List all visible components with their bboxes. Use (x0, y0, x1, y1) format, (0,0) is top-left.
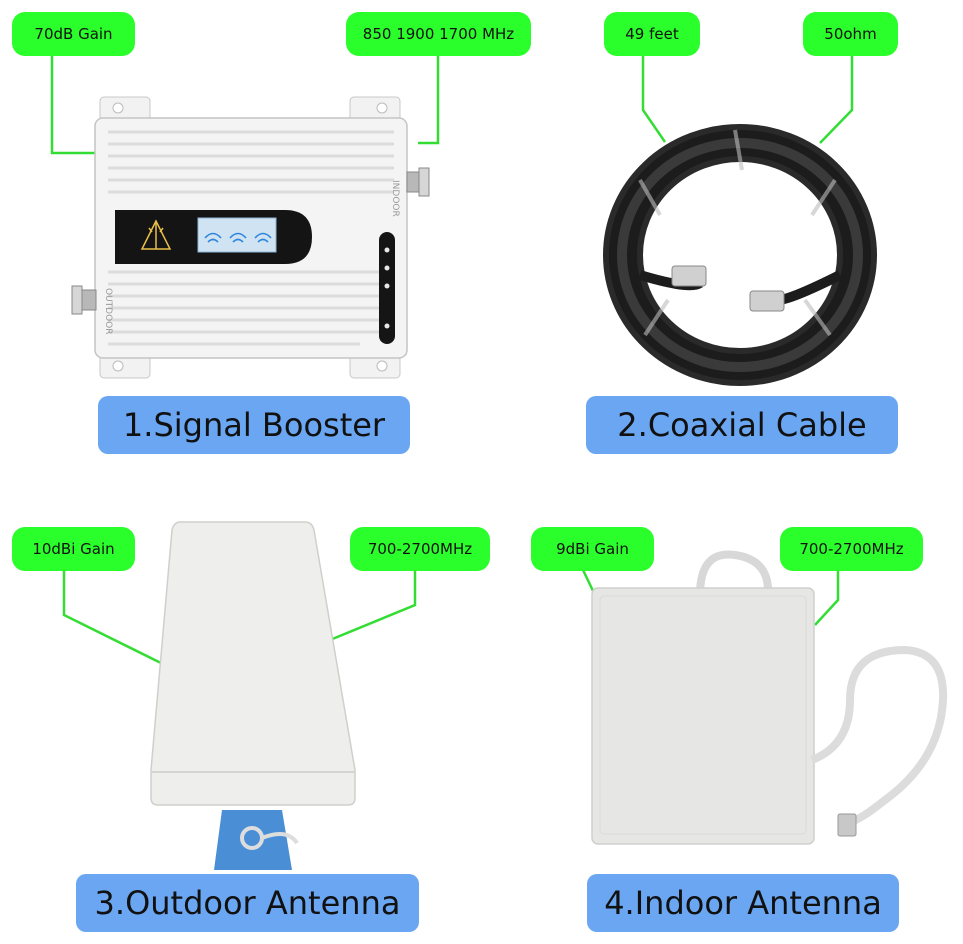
cable-impedance-tag: 50ohm (803, 12, 898, 56)
indoor-port-label: INDOOR (390, 180, 400, 217)
booster-frequency-tag: 850 1900 1700 MHz (346, 12, 531, 56)
outdoor-antenna-title: 3.Outdoor Antenna (76, 874, 419, 932)
outdoor-antenna-frequency-tag: 700-2700MHz (350, 527, 490, 571)
signal-booster-title: 1.Signal Booster (98, 396, 410, 454)
outdoor-connector (71, 285, 97, 315)
indoor-antenna-gain-tag: 9dBi Gain (531, 527, 654, 571)
booster-gain-tag: 70dB Gain (12, 12, 135, 56)
coaxial-cable-image (603, 124, 877, 386)
outdoor-antenna-gain-tag: 10dBi Gain (12, 527, 135, 571)
coaxial-cable-title: 2.Coaxial Cable (586, 396, 898, 454)
indoor-antenna-image (591, 550, 948, 845)
indoor-antenna-title: 4.Indoor Antenna (587, 874, 899, 932)
leader-lines (50, 55, 854, 667)
outdoor-port-label: OUTDOOR (103, 288, 113, 335)
cable-length-tag: 49 feet (604, 12, 700, 56)
signal-booster-image: INDOOR OUTDOOR (71, 96, 430, 379)
outdoor-antenna-image (150, 521, 356, 870)
indoor-connector (406, 167, 430, 197)
indoor-antenna-frequency-tag: 700-2700MHz (780, 527, 923, 571)
